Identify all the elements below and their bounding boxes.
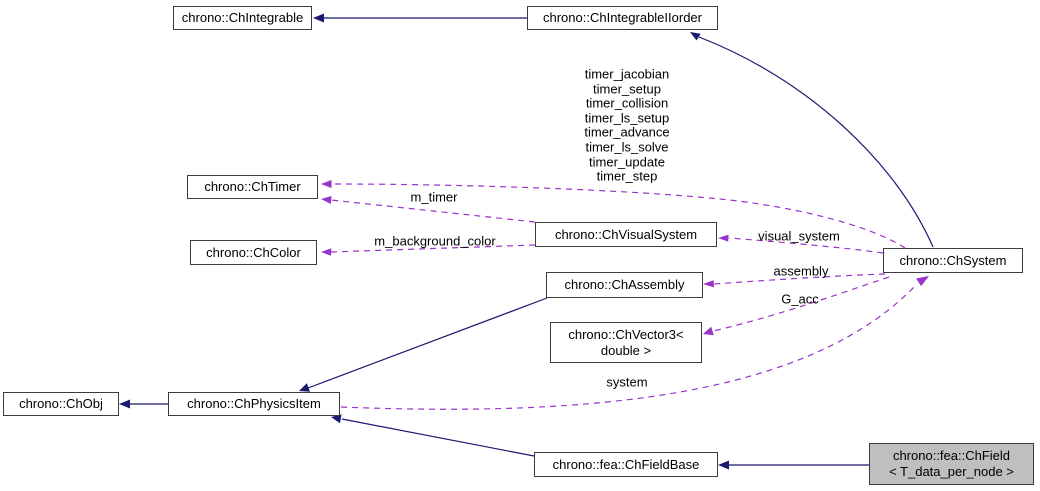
edge-label-assembly: assembly: [773, 263, 829, 279]
edge-system-to-visualsystem: [728, 237, 884, 254]
node-chfield-current: chrono::fea::ChField < T_data_per_node >: [869, 443, 1034, 485]
edge-label-system: system: [606, 374, 648, 390]
edge-label-visual-system: visual_system: [758, 228, 840, 244]
edge-label-m-background-color: m_background_color: [374, 233, 496, 249]
arrowhead-obj: [119, 399, 130, 409]
edge-label-g-acc: G_acc: [781, 291, 819, 307]
arrowhead-visualsystem: [718, 234, 729, 242]
edge-label-timer-members: timer_jacobian timer_setup timer_collisi…: [584, 66, 670, 184]
node-chvisualsystem[interactable]: chrono::ChVisualSystem: [535, 222, 717, 247]
node-chintegrableiiorder[interactable]: chrono::ChIntegrableIIorder: [527, 6, 718, 30]
arrowhead-fieldbase: [718, 460, 729, 470]
arrowhead-physicsitem-bottom: [331, 414, 342, 424]
edge-assembly-to-physicsitem: [307, 297, 548, 389]
arrowhead-physicsitem-top: [299, 383, 310, 392]
arrowhead-vector3: [703, 326, 714, 336]
node-chcolor[interactable]: chrono::ChColor: [190, 240, 317, 265]
arrowhead-timer-upper: [321, 180, 332, 188]
arrowhead-assembly: [703, 280, 714, 288]
edge-system-to-vector3: [712, 276, 890, 332]
node-chsystem[interactable]: chrono::ChSystem: [883, 248, 1023, 273]
node-label-line: chrono::ChVector3<: [568, 326, 684, 342]
node-chobj[interactable]: chrono::ChObj: [3, 392, 119, 416]
node-label-line: chrono::fea::ChField: [892, 448, 1011, 464]
node-chtimer[interactable]: chrono::ChTimer: [187, 175, 318, 199]
edge-system-to-integrableiiorder: [698, 36, 934, 248]
node-label-line: < T_data_per_node >: [889, 464, 1014, 479]
arrowhead-integrableiiorder: [690, 32, 701, 41]
node-chassembly[interactable]: chrono::ChAssembly: [546, 272, 703, 298]
node-label-line: double >: [600, 342, 652, 358]
arrowhead-integrable: [313, 13, 324, 23]
edge-system-to-timer: [331, 183, 906, 249]
edge-fieldbase-to-physicsitem: [341, 418, 535, 457]
edge-physicsitem-to-system: [340, 283, 918, 410]
edge-visualsystem-to-timer: [330, 199, 536, 223]
node-chphysicsitem[interactable]: chrono::ChPhysicsItem: [168, 392, 340, 416]
arrowhead-timer-lower: [321, 196, 332, 204]
node-chvector3-double[interactable]: chrono::ChVector3< double >: [550, 322, 702, 363]
edge-visualsystem-to-color: [330, 244, 536, 253]
node-chintegrable[interactable]: chrono::ChIntegrable: [173, 6, 312, 30]
arrowhead-system: [916, 276, 929, 287]
edge-label-m-timer: m_timer: [410, 189, 458, 205]
node-chfieldbase[interactable]: chrono::fea::ChFieldBase: [534, 452, 718, 477]
arrowhead-color: [321, 248, 332, 256]
